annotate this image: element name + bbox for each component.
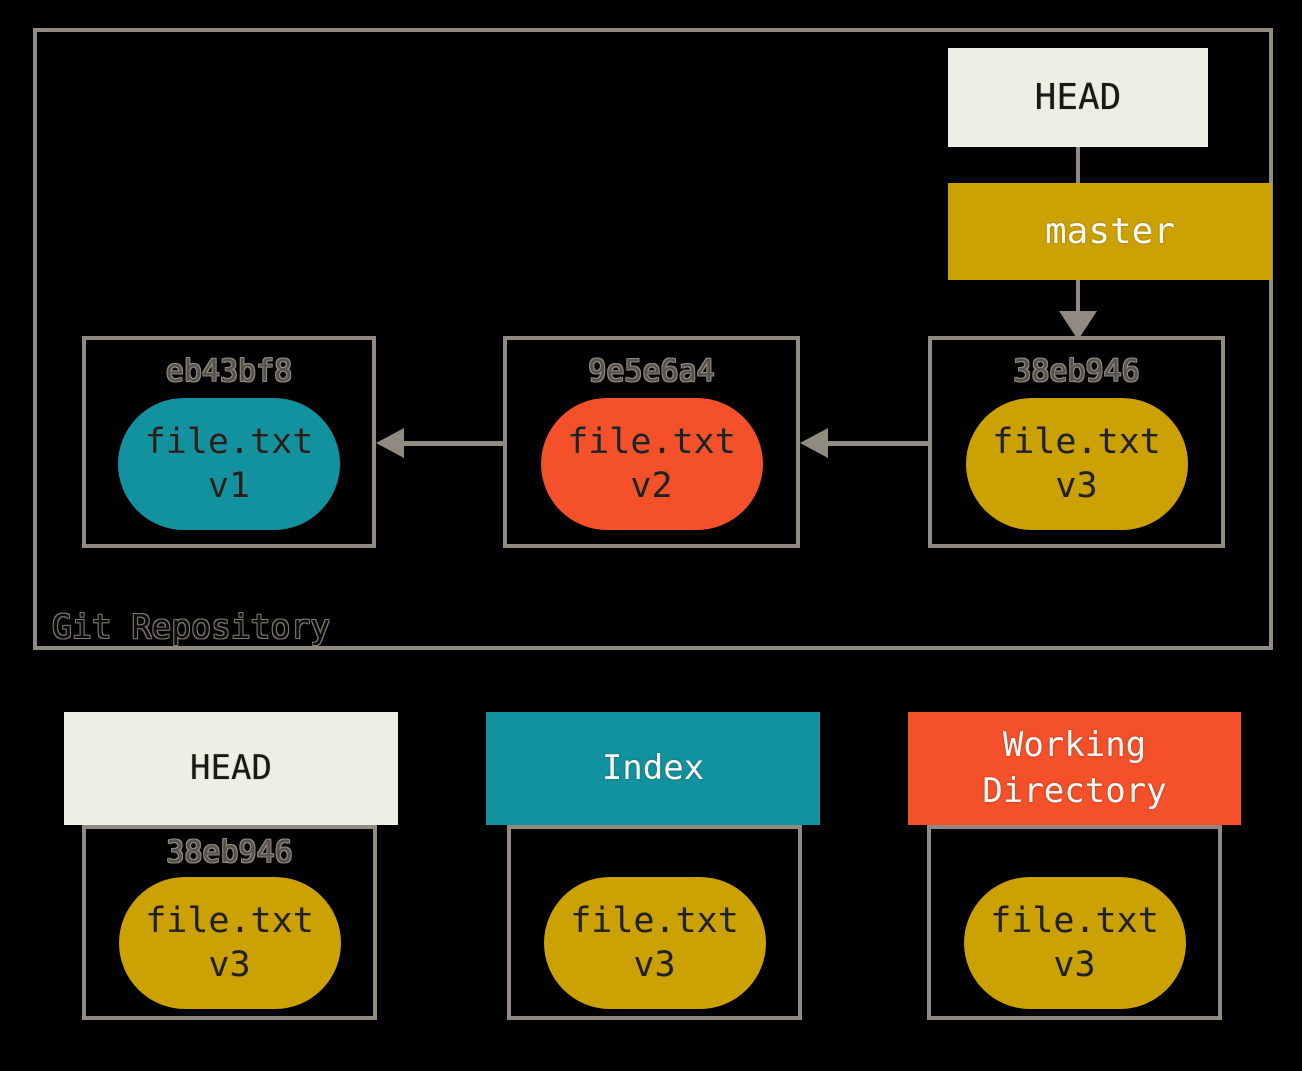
file-blob-v2: file.txt v2 bbox=[540, 398, 763, 530]
blob-file-version: v2 bbox=[630, 466, 673, 506]
arrowhead-left-icon bbox=[376, 428, 404, 458]
blob-file-name: file.txt bbox=[992, 421, 1161, 462]
working-directory-tree-header: Working Directory bbox=[908, 712, 1241, 825]
commit-hash: eb43bf8 bbox=[165, 354, 293, 389]
working-directory-tree-title: Working Directory bbox=[982, 724, 1167, 811]
commit-hash: 38eb946 bbox=[1013, 354, 1140, 389]
index-tree-title: Index bbox=[601, 747, 705, 788]
file-blob-v3: file.txt v3 bbox=[965, 398, 1188, 530]
file-blob-head-v3: file.txt v3 bbox=[118, 877, 341, 1009]
commit-box-38eb946: 38eb946 file.txt v3 bbox=[928, 336, 1225, 548]
blob-file-name: file.txt bbox=[567, 421, 736, 462]
blob-file-name: file.txt bbox=[570, 900, 739, 941]
blob-file-version: v3 bbox=[1055, 466, 1098, 506]
index-tree-box: file.txt v3 bbox=[507, 825, 802, 1020]
blob-file-version: v1 bbox=[207, 466, 251, 506]
blob-file-name: file.txt bbox=[144, 421, 314, 462]
file-blob-v1: file.txt v1 bbox=[118, 398, 340, 530]
file-blob-index-v3: file.txt v3 bbox=[543, 877, 766, 1009]
head-pointer-box: HEAD bbox=[948, 48, 1208, 147]
arrowhead-down-icon bbox=[1059, 311, 1097, 340]
blob-file-version: v3 bbox=[208, 945, 251, 985]
branch-master-box: master bbox=[948, 183, 1272, 280]
blob-file-name: file.txt bbox=[145, 900, 314, 941]
commit-box-eb43bf8: eb43bf8 file.txt v1 bbox=[82, 336, 376, 548]
commit3-to-commit2-line bbox=[828, 441, 928, 446]
commit2-to-commit1-line bbox=[404, 441, 503, 446]
blob-file-name: file.txt bbox=[990, 900, 1159, 941]
head-pointer-label: HEAD bbox=[1034, 77, 1122, 118]
head-to-master-line bbox=[1076, 147, 1080, 183]
blob-file-version: v3 bbox=[633, 945, 676, 985]
master-to-commit-line bbox=[1076, 280, 1080, 312]
head-tree-header: HEAD bbox=[64, 712, 398, 825]
git-repository-box bbox=[33, 28, 1273, 650]
git-repository-label: Git Repository bbox=[52, 607, 331, 646]
working-directory-tree-box: file.txt v3 bbox=[927, 825, 1222, 1020]
commit-hash: 9e5e6a4 bbox=[588, 354, 715, 389]
arrowhead-left-icon bbox=[800, 428, 828, 458]
tree-hash: 38eb946 bbox=[166, 835, 293, 870]
file-blob-workdir-v3: file.txt v3 bbox=[963, 877, 1186, 1009]
head-tree-title: HEAD bbox=[190, 747, 272, 788]
index-tree-header: Index bbox=[486, 712, 820, 825]
commit-box-9e5e6a4: 9e5e6a4 file.txt v2 bbox=[503, 336, 800, 548]
branch-master-label: master bbox=[1044, 211, 1176, 252]
blob-file-version: v3 bbox=[1053, 945, 1096, 985]
head-tree-box: 38eb946 file.txt v3 bbox=[82, 825, 377, 1020]
